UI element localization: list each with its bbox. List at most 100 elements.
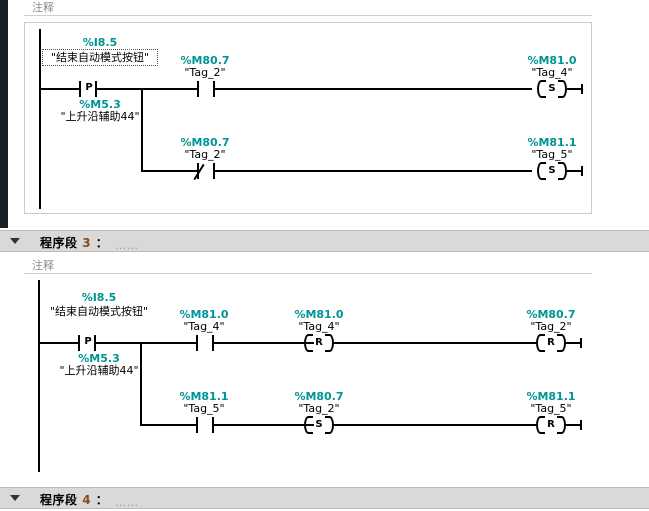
coil-set-m810-r1[interactable]: S [537, 80, 567, 98]
coil-set-m807-n3r2[interactable]: S [304, 416, 334, 434]
contact-tag: "Tag_5" [183, 402, 225, 415]
coil-tag: "Tag_5" [531, 148, 573, 161]
rung1-wire-to-coil [215, 88, 532, 90]
coil-paren-right [558, 80, 567, 98]
coil-label-m807s-n3r2: %M80.7 "Tag_2" [279, 391, 359, 415]
contact-no-m810-n3r1[interactable] [196, 335, 214, 351]
coil-letter: S [548, 165, 556, 176]
contact-nc-m807-r2[interactable] [193, 163, 215, 181]
contact-address: %M5.3 [78, 352, 120, 365]
coil-paren-right [557, 334, 566, 352]
rung2-end-tick [580, 420, 582, 430]
network-2-comment-text: 注释 [32, 1, 54, 14]
contact-tag: "上升沿辅助44" [60, 110, 140, 123]
rung1-wire-mid2 [334, 342, 536, 344]
contact-label-m807-r2: %M80.7 "Tag_2" [165, 137, 245, 161]
coil-set-m811-r2[interactable]: S [537, 162, 567, 180]
contact-address: %M5.3 [79, 98, 121, 111]
network-2-comment-row[interactable]: 注释 [24, 0, 592, 16]
rung1-wire-left [39, 88, 79, 90]
contact-label-i85: %I8.5 "结束自动模式按钮" [35, 37, 165, 66]
rung2-wire-to-coil [215, 170, 532, 172]
contact-tag: "Tag_2" [184, 148, 226, 161]
network-3-title-placeholder[interactable]: …… [115, 239, 139, 252]
contact-bar-left [196, 335, 198, 351]
coil-letter: R [547, 337, 555, 348]
coil-letter: R [547, 419, 555, 430]
coil-address: %M80.7 [526, 308, 576, 321]
contact-tag: "Tag_2" [184, 66, 226, 79]
coil-label-m810-r1: %M81.0 "Tag_4" [512, 55, 592, 79]
coil-address: %M81.0 [294, 308, 344, 321]
contact-no-m811-n3r2[interactable] [196, 417, 214, 433]
power-rail [38, 280, 40, 472]
network-3-comment-text: 注释 [32, 259, 54, 272]
network-3-number: 3 [82, 236, 92, 250]
contact-bar-left [78, 335, 80, 351]
contact-label-m807-r1: %M80.7 "Tag_2" [165, 55, 245, 79]
coil-reset-m811-n3r2[interactable]: R [536, 416, 566, 434]
coil-paren-right [558, 162, 567, 180]
rung2-wire-end [567, 170, 583, 172]
network-3-title-label: 程序段 [40, 236, 78, 250]
rung2-wire-mid [214, 424, 314, 426]
p-contact-letter: P [84, 336, 92, 347]
network-3-title: 程序段 3 ： [40, 234, 108, 251]
contact-address: %M80.7 [180, 136, 230, 149]
contact-label-m810-n3r1: %M81.0 "Tag_4" [164, 309, 244, 333]
contact-bar-right [95, 81, 97, 97]
coil-letter: S [548, 83, 556, 94]
contact-address: %I8.5 [81, 291, 117, 304]
coil-label-m811r-n3r2: %M81.1 "Tag_5" [511, 391, 591, 415]
network-3-ladder[interactable]: %I8.5 "结束自动模式按钮" P %M5.3 "上升沿辅助44" %M81.… [24, 276, 592, 476]
editor-left-gutter [0, 0, 8, 228]
p-contact-positive-edge[interactable]: P [78, 335, 96, 351]
collapse-triangle-icon[interactable] [10, 238, 20, 244]
contact-no-m807-r1[interactable] [197, 81, 215, 97]
contact-bar-right [213, 81, 215, 97]
contact-bar-left [196, 417, 198, 433]
coil-paren-left [537, 162, 546, 180]
network-3-header[interactable]: 程序段 3 ： …… [0, 230, 649, 252]
contact-bar-left [197, 81, 199, 97]
rung2-end-tick [581, 166, 583, 176]
network-2: 注释 %I8.5 "结束自动模式按钮" P %M5.3 "上升沿辅助44 [0, 0, 649, 228]
contact-bar-right [212, 417, 214, 433]
contact-label-m53: %M5.3 "上升沿辅助44" [33, 99, 167, 123]
p-contact-positive-edge[interactable]: P [79, 81, 97, 97]
network-4-colon: ： [95, 493, 109, 507]
network-3-comment-row[interactable]: 注释 [24, 254, 592, 274]
coil-reset-m807-n3r1[interactable]: R [536, 334, 566, 352]
rung1-end-tick [580, 338, 582, 348]
coil-tag: "Tag_4" [531, 66, 573, 79]
rung1-wire-end [567, 88, 583, 90]
contact-nc-slash [193, 163, 205, 181]
network-4-title-placeholder[interactable]: …… [115, 496, 139, 509]
coil-paren-right [557, 416, 566, 434]
collapse-triangle-icon[interactable] [10, 495, 20, 501]
rung2-wire-mid2 [334, 424, 536, 426]
rung2-wire-left [140, 424, 196, 426]
contact-tag: "结束自动模式按钮" [49, 305, 149, 318]
coil-paren-left [304, 416, 313, 434]
contact-address: %M81.0 [179, 308, 229, 321]
coil-letter: R [315, 337, 323, 348]
coil-tag: "Tag_5" [530, 402, 572, 415]
p-contact-letter: P [85, 82, 93, 93]
coil-address: %M81.0 [527, 54, 577, 67]
rung1-wire-end [566, 342, 582, 344]
rung1-wire-after-p [97, 88, 143, 90]
coil-paren-left [536, 416, 545, 434]
coil-paren-left [537, 80, 546, 98]
network-2-ladder[interactable]: %I8.5 "结束自动模式按钮" P %M5.3 "上升沿辅助44" %M80.… [24, 22, 592, 214]
coil-address: %M80.7 [294, 390, 344, 403]
power-rail [39, 29, 41, 209]
branch-vertical [141, 88, 143, 170]
contact-label-i85-n3: %I8.5 "结束自动模式按钮" [34, 292, 164, 319]
contact-bar-right [213, 163, 215, 179]
contact-address: %M81.1 [179, 390, 229, 403]
network-4-header[interactable]: 程序段 4 ： …… [0, 487, 649, 509]
coil-paren-left [536, 334, 545, 352]
coil-reset-m810-n3r1[interactable]: R [304, 334, 334, 352]
